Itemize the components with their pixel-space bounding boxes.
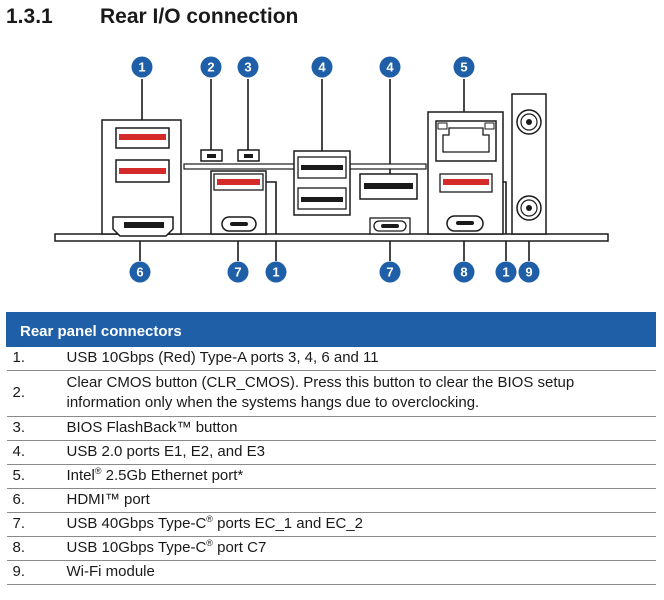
rear-panel-connectors-table: Rear panel connectors 1. USB 10Gbps (Red…: [6, 312, 656, 585]
row-index: 9.: [6, 560, 62, 585]
table-header: Rear panel connectors: [6, 312, 656, 347]
callout-badge: 3: [237, 56, 259, 78]
rear-io-diagram: 1 2 3 4 4 5 6 7 1 7 8 1 9: [54, 56, 609, 283]
callout-badge: 4: [379, 56, 401, 78]
callout-badge: 1: [495, 261, 517, 283]
table-row: 5. Intel® 2.5Gb Ethernet port*: [6, 464, 656, 489]
table-row: 4. USB 2.0 ports E1, E2, and E3: [6, 440, 656, 465]
wifi-module: [511, 93, 547, 235]
callout-badge: 7: [379, 261, 401, 283]
row-description: Intel® 2.5Gb Ethernet port*: [61, 464, 656, 489]
table-row: 1. USB 10Gbps (Red) Type-A ports 3, 4, 6…: [6, 346, 656, 371]
section-title: Rear I/O connection: [100, 5, 299, 28]
table-row: 2. Clear CMOS button (CLR_CMOS). Press t…: [6, 370, 656, 417]
svg-text:1: 1: [272, 265, 279, 280]
usb-a-red-tongue: [119, 168, 166, 174]
callout-badge: 1: [265, 261, 287, 283]
svg-text:9: 9: [525, 265, 532, 280]
svg-text:7: 7: [234, 265, 241, 280]
left-port-stack: [101, 119, 182, 237]
svg-text:1: 1: [138, 60, 145, 75]
callout-badge: 6: [129, 261, 151, 283]
row-index: 4.: [6, 440, 62, 465]
row-index: 6.: [6, 488, 62, 513]
usb2-stack: [293, 150, 351, 216]
section-number: 1.3.1: [6, 5, 53, 28]
svg-text:8: 8: [460, 265, 467, 280]
callout-badge: 7: [227, 261, 249, 283]
right-port-stack: [427, 111, 504, 235]
table-row: 6. HDMI™ port: [6, 488, 656, 513]
row-index: 5.: [6, 464, 62, 489]
row-description: BIOS FlashBack™ button: [61, 416, 656, 441]
svg-text:3: 3: [244, 60, 251, 75]
io-shield-rail: [54, 233, 609, 242]
svg-text:4: 4: [318, 60, 326, 75]
svg-text:6: 6: [136, 265, 143, 280]
row-description: USB 10Gbps (Red) Type-A ports 3, 4, 6 an…: [61, 346, 656, 371]
callout-badge: 5: [453, 56, 475, 78]
row-description: HDMI™ port: [61, 488, 656, 513]
row-index: 1.: [6, 346, 62, 371]
row-index: 3.: [6, 416, 62, 441]
callout-badge: 2: [200, 56, 222, 78]
mid-left-port-stack: [210, 170, 267, 235]
row-index: 2.: [6, 370, 62, 417]
row-description: USB 2.0 ports E1, E2, and E3: [61, 440, 656, 465]
usb-a-red-tongue: [119, 134, 166, 140]
svg-text:2: 2: [207, 60, 214, 75]
row-index: 7.: [6, 512, 62, 537]
row-description: Wi-Fi module: [61, 560, 656, 585]
table-row: 8. USB 10Gbps Type-C® port C7: [6, 536, 656, 561]
callout-badge: 4: [311, 56, 333, 78]
table-row: 7. USB 40Gbps Type-C® ports EC_1 and EC_…: [6, 512, 656, 537]
table-row: 3. BIOS FlashBack™ button: [6, 416, 656, 441]
table-row: 9. Wi-Fi module: [6, 560, 656, 585]
usb-a-red-tongue: [443, 179, 489, 185]
callout-badge: 1: [131, 56, 153, 78]
callout-badge: 9: [518, 261, 540, 283]
usb-a-red-tongue: [217, 179, 260, 185]
row-description: USB 10Gbps Type-C® port C7: [61, 536, 656, 561]
row-description: USB 40Gbps Type-C® ports EC_1 and EC_2: [61, 512, 656, 537]
row-description: Clear CMOS button (CLR_CMOS). Press this…: [61, 370, 656, 417]
svg-text:5: 5: [460, 60, 467, 75]
svg-text:4: 4: [386, 60, 394, 75]
row-index: 8.: [6, 536, 62, 561]
callout-badge: 8: [453, 261, 475, 283]
svg-text:7: 7: [386, 265, 393, 280]
svg-text:1: 1: [502, 265, 509, 280]
